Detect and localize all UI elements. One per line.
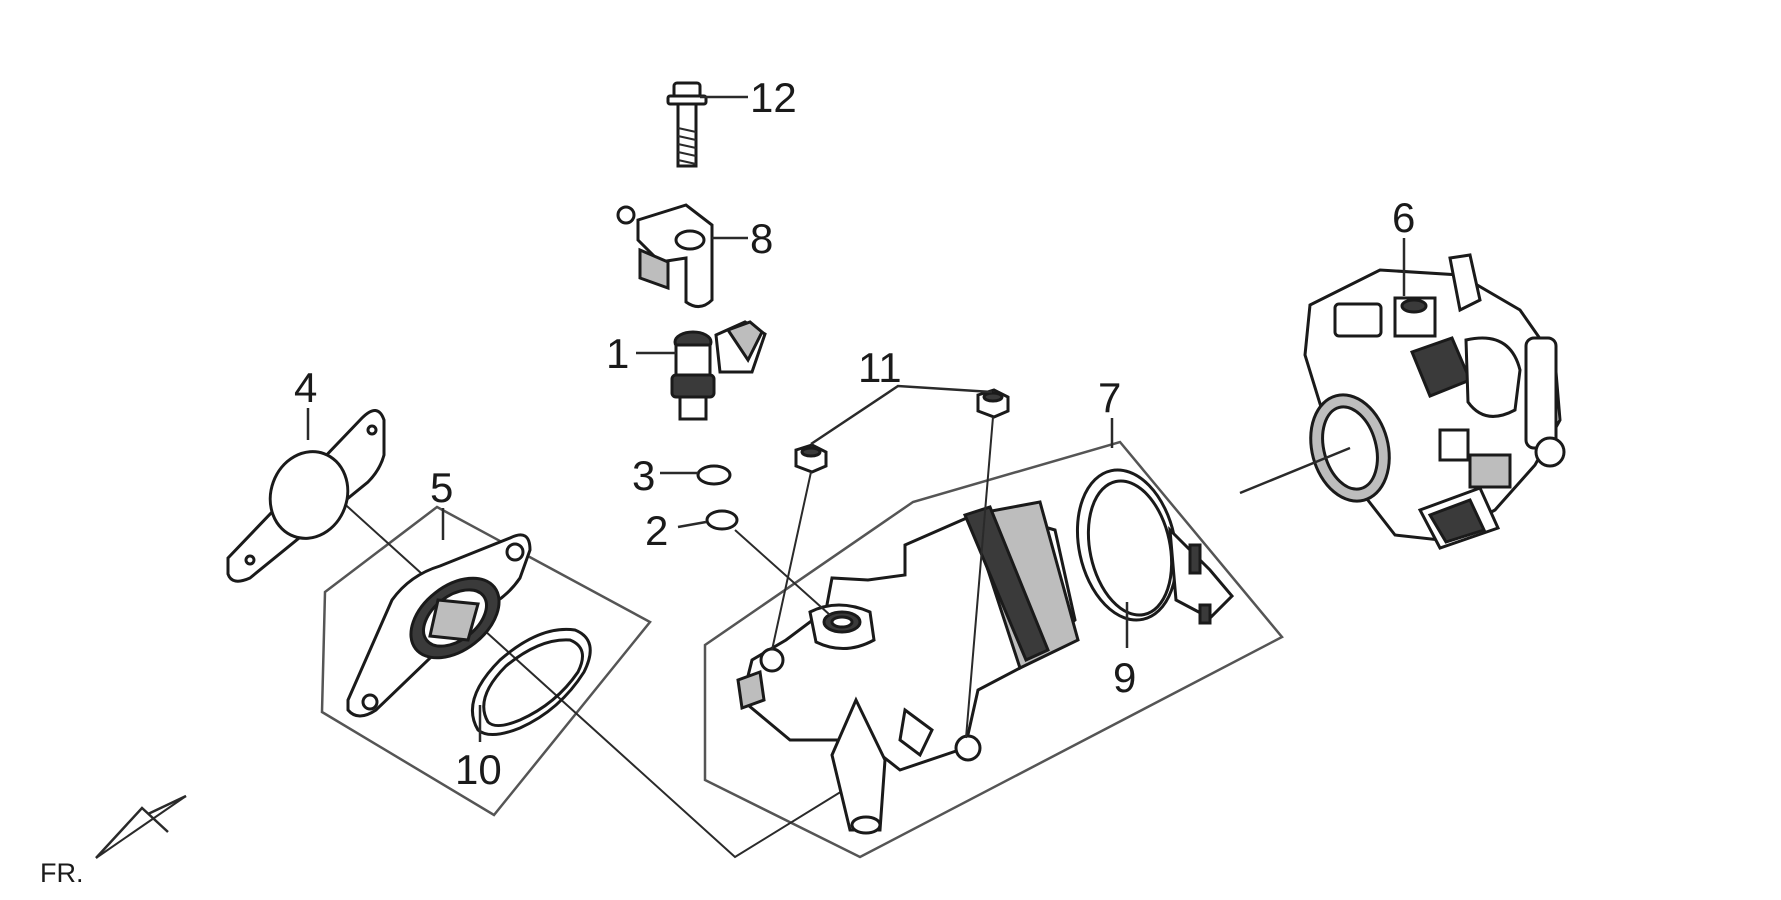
callout-12: 12 [750,74,797,121]
part-4-gasket [226,409,386,583]
direction-indicator: FR. [40,794,187,888]
part-12-bolt [666,81,708,168]
callout-6: 6 [1392,194,1415,241]
part-10-o-ring-seal-inner [482,638,584,727]
part-8-injector-clamp [616,203,714,308]
part-2-o-ring [705,509,739,531]
callout-10: 10 [455,746,502,793]
callout-4: 4 [294,364,317,411]
part-10-o-ring-seal [470,627,592,736]
callout-9: 9 [1113,654,1136,701]
callout-5: 5 [430,464,453,511]
callout-7: 7 [1098,374,1121,421]
group-outline-intake-manifold [703,440,1284,859]
callout-8: 8 [750,215,773,262]
leader-11-nut-a-stud [771,471,812,651]
callout-11: 11 [858,344,902,391]
leader-11 [810,384,993,446]
part-11-nut-b [976,388,1010,419]
part-5-insulator-plate [346,533,532,718]
leader-6-to-manifold [1239,446,1351,495]
callout-3: 3 [632,452,655,499]
part-1-fuel-injector [670,320,767,421]
leader-11-nut-b-stud [965,416,994,739]
callout-1: 1 [606,330,629,377]
part-7-intake-manifold [736,500,1080,835]
group-outline-intake-gasket [320,505,652,817]
part-6-throttle-body [1303,253,1566,550]
leader-2-to-manifold [734,529,831,616]
leader-2 [677,520,707,529]
direction-label: FR. [40,858,84,888]
part-3-o-ring [696,464,732,486]
part-9-hose-clamp [1075,468,1235,625]
callout-2: 2 [645,507,668,554]
part-11-nut-a [794,443,828,474]
